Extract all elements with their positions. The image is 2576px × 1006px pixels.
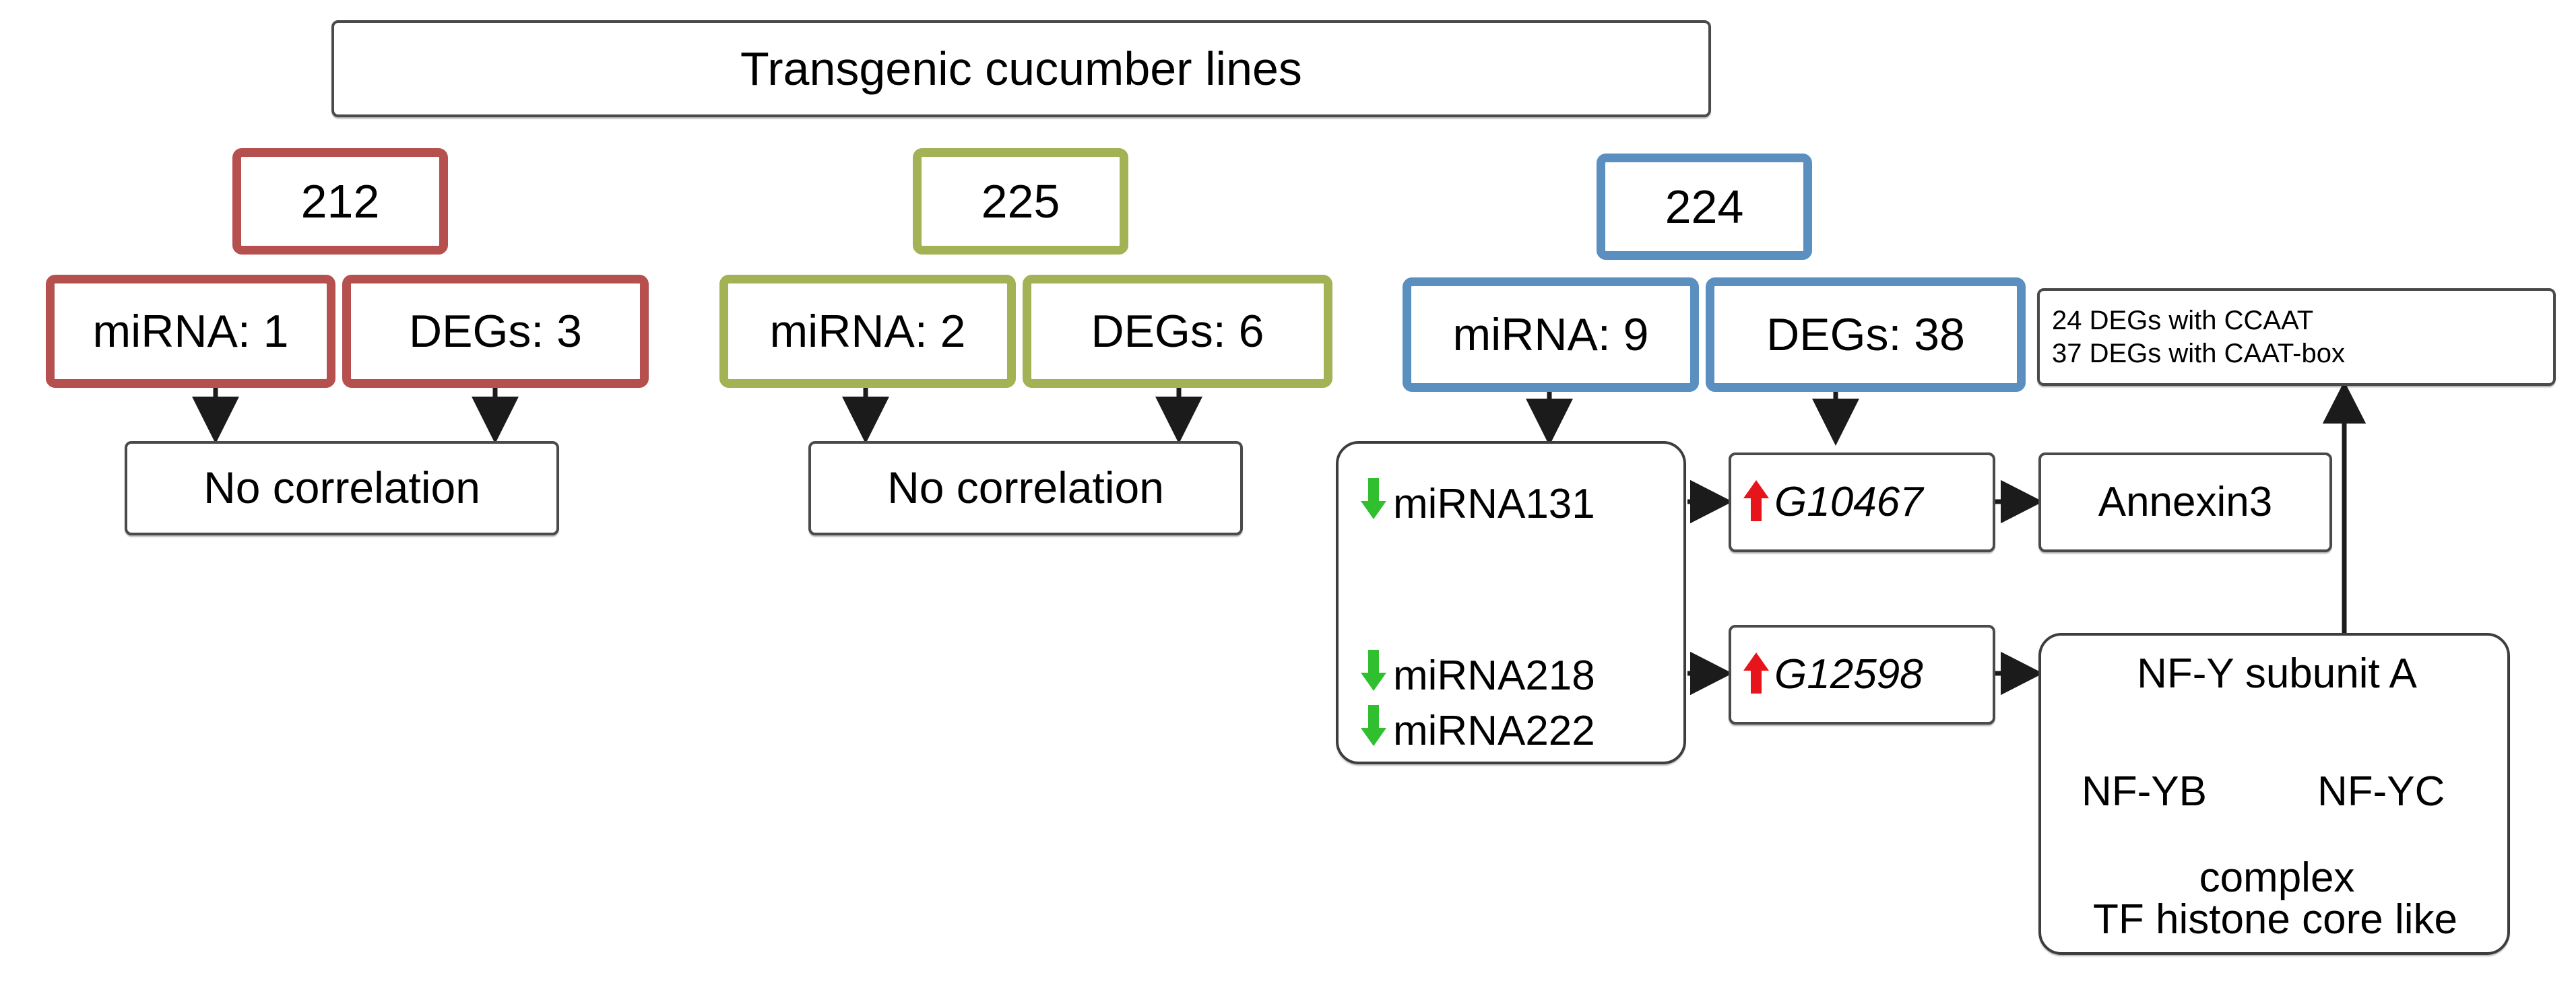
protein-box-annexin3[interactable]: Annexin3 — [2038, 452, 2332, 552]
promoter-note-box: 24 DEGs with CCAAT 37 DEGs with CAAT-box — [2037, 288, 2556, 386]
group-212-mirna-box[interactable]: miRNA: 1 — [46, 275, 335, 388]
nfy-description-wrap: TF histone core like — [2048, 896, 2503, 943]
nfy-subunit-a-label: NF-Y subunit A — [2137, 650, 2417, 697]
group-225-outcome-box: No correlation — [808, 441, 1243, 535]
group-count-225-label: 225 — [981, 174, 1060, 228]
gene-box-g12598[interactable]: G12598 — [1729, 625, 1995, 725]
nfy-complex-word: complex — [2199, 854, 2355, 901]
down-arrow-icon — [1359, 704, 1390, 758]
group-count-212-label: 212 — [300, 174, 380, 228]
group-212-outcome-label: No correlation — [203, 463, 480, 513]
down-arrow-icon — [1359, 477, 1390, 531]
gene-id-g12598: G12598 — [1774, 651, 1923, 698]
page-title-label: Transgenic cucumber lines — [740, 42, 1302, 95]
mirna-name-218: miRNA218 — [1393, 652, 1595, 699]
mirna-name-131: miRNA131 — [1393, 481, 1595, 527]
nfy-subunit-c-label: NF-YC — [2317, 768, 2445, 815]
mirna-row-mirna218: miRNA218 — [1359, 648, 1595, 703]
group-212-mirna-label: miRNA: 1 — [92, 305, 289, 357]
group-count-225[interactable]: 225 — [913, 148, 1128, 255]
group-224-degs-box[interactable]: DEGs: 38 — [1706, 277, 2026, 392]
mirna-name-222: miRNA222 — [1393, 708, 1595, 754]
group-224-degs-label: DEGs: 38 — [1766, 308, 1965, 360]
mirna-row-mirna222: miRNA222 — [1359, 704, 1595, 758]
nfy-subunit-a-label-wrap: NF-Y subunit A — [2061, 650, 2492, 698]
promoter-note-line-1: 24 DEGs with CCAAT — [2052, 305, 2314, 335]
group-225-degs-label: DEGs: 6 — [1091, 305, 1264, 357]
group-225-mirna-box[interactable]: miRNA: 2 — [719, 275, 1016, 388]
group-count-224-label: 224 — [1665, 180, 1744, 233]
group-224-mirna-box[interactable]: miRNA: 9 — [1403, 277, 1699, 392]
group-225-outcome-label: No correlation — [887, 463, 1164, 513]
nfy-complex-word-wrap: complex — [2061, 854, 2492, 902]
promoter-note-line-2: 37 DEGs with CAAT-box — [2052, 338, 2345, 368]
group-212-outcome-box: No correlation — [125, 441, 559, 535]
nfy-subunit-b-label-wrap: NF-YB — [2082, 768, 2207, 815]
group-224-mirna-label: miRNA: 9 — [1452, 308, 1649, 360]
nfy-complex-box — [2038, 633, 2510, 955]
protein-label-annexin3: Annexin3 — [2098, 479, 2273, 526]
up-arrow-icon — [1741, 651, 1772, 699]
down-arrow-icon — [1359, 648, 1390, 703]
group-225-mirna-label: miRNA: 2 — [769, 305, 966, 357]
gene-box-g10467[interactable]: G10467 — [1729, 452, 1995, 552]
nfy-description-label: TF histone core like — [2093, 896, 2457, 943]
mirna-row-mirna131: miRNA131 — [1359, 477, 1595, 531]
group-212-degs-label: DEGs: 3 — [409, 305, 582, 357]
gene-id-g10467: G10467 — [1774, 479, 1923, 526]
group-count-224[interactable]: 224 — [1597, 154, 1812, 260]
up-arrow-icon — [1741, 479, 1772, 527]
group-225-degs-box[interactable]: DEGs: 6 — [1023, 275, 1332, 388]
nfy-subunit-c-label-wrap: NF-YC — [2317, 768, 2445, 815]
group-count-212[interactable]: 212 — [232, 148, 448, 255]
mirna-panel — [1336, 441, 1686, 764]
page-title: Transgenic cucumber lines — [331, 20, 1711, 117]
nfy-subunit-b-label: NF-YB — [2082, 768, 2207, 815]
group-212-degs-box[interactable]: DEGs: 3 — [342, 275, 649, 388]
